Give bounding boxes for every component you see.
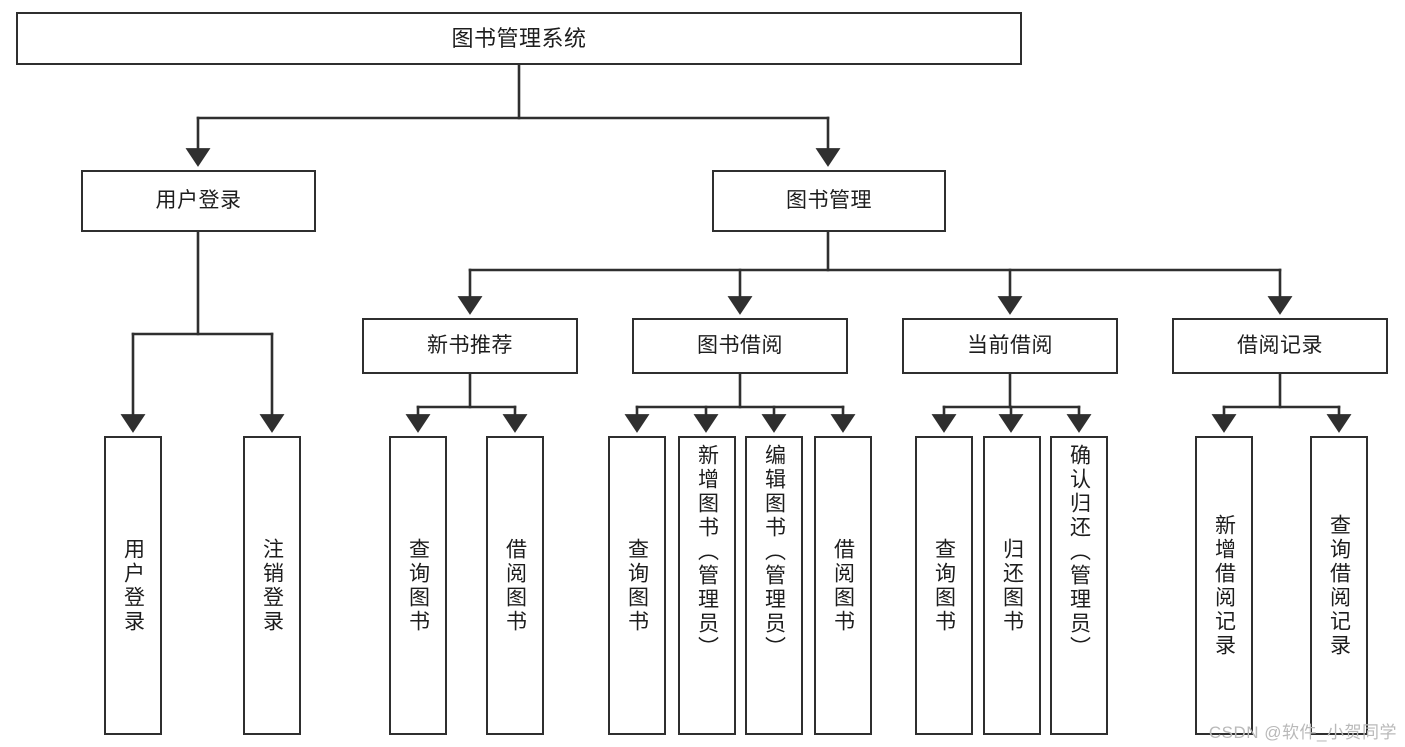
node-new-book-recommendation[interactable]: 新书推荐	[362, 318, 578, 374]
node-book-borrowing[interactable]: 图书借阅	[632, 318, 848, 374]
node-current-borrowing[interactable]: 当前借阅	[902, 318, 1118, 374]
leaf-user-login-login[interactable]: 用户登录	[104, 436, 162, 735]
watermark-text: CSDN @软件_小贺同学	[1208, 723, 1397, 742]
node-user-login[interactable]: 用户登录	[81, 170, 316, 232]
node-label: 新增图书（管理员）	[695, 444, 719, 660]
node-root-book-management-system[interactable]: 图书管理系统	[16, 12, 1022, 65]
node-book-management[interactable]: 图书管理	[712, 170, 946, 232]
node-label: 图书管理系统	[451, 25, 587, 51]
leaf-new-book-query-book[interactable]: 查询图书	[389, 436, 447, 735]
node-label: 借阅图书	[503, 537, 527, 634]
leaf-user-login-logout[interactable]: 注销登录	[243, 436, 301, 735]
node-label: 用户登录	[155, 188, 242, 212]
node-borrowing-record[interactable]: 借阅记录	[1172, 318, 1388, 374]
node-label: 归还图书	[1000, 537, 1024, 634]
node-label: 查询图书	[932, 537, 956, 634]
node-label: 新书推荐	[427, 333, 513, 357]
node-label: 图书管理	[786, 188, 872, 212]
node-label: 新增借阅记录	[1212, 513, 1236, 658]
node-label: 注销登录	[260, 537, 284, 634]
node-label: 当前借阅	[967, 333, 1053, 357]
leaf-book-borrow-query-book[interactable]: 查询图书	[608, 436, 666, 735]
leaf-book-borrow-add-book-admin[interactable]: 新增图书（管理员）	[678, 436, 736, 735]
node-label: 确认归还（管理员）	[1067, 444, 1091, 660]
leaf-book-borrow-borrow-book[interactable]: 借阅图书	[814, 436, 872, 735]
leaf-current-borrow-return-book[interactable]: 归还图书	[983, 436, 1041, 735]
node-label: 编辑图书（管理员）	[762, 444, 786, 660]
node-label: 借阅记录	[1237, 333, 1323, 357]
node-label: 用户登录	[121, 537, 145, 634]
node-label: 查询图书	[406, 537, 430, 634]
leaf-current-borrow-query-book[interactable]: 查询图书	[915, 436, 973, 735]
node-label: 查询借阅记录	[1327, 513, 1351, 658]
leaf-borrow-record-query-record[interactable]: 查询借阅记录	[1310, 436, 1368, 735]
node-label: 借阅图书	[831, 537, 855, 634]
leaf-book-borrow-edit-book-admin[interactable]: 编辑图书（管理员）	[745, 436, 803, 735]
leaf-current-borrow-confirm-return-admin[interactable]: 确认归还（管理员）	[1050, 436, 1108, 735]
node-label: 查询图书	[625, 537, 649, 634]
node-label: 图书借阅	[697, 333, 783, 357]
leaf-borrow-record-add-record[interactable]: 新增借阅记录	[1195, 436, 1253, 735]
leaf-new-book-borrow-book[interactable]: 借阅图书	[486, 436, 544, 735]
